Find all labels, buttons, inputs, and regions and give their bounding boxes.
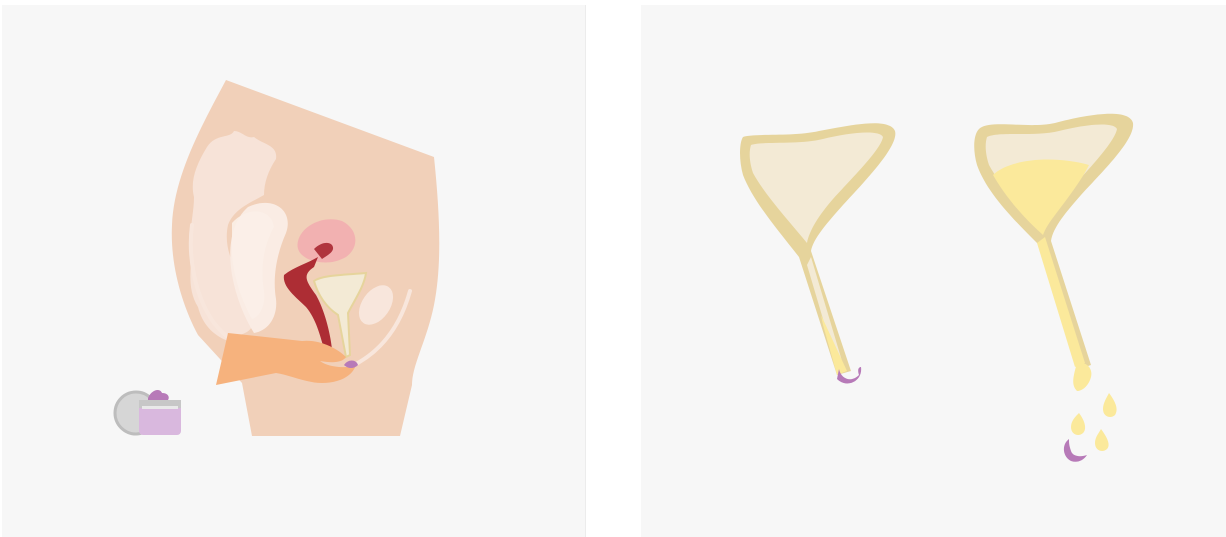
bladder-comparison-illustration (641, 5, 1226, 537)
urine-drops-icon (1071, 393, 1117, 451)
anatomy-illustration (2, 5, 585, 537)
bladder-comparison-panel (641, 5, 1226, 537)
cream-jar-icon (115, 390, 181, 435)
bladder-closed-icon (740, 123, 895, 383)
bladder-leaking-icon (974, 114, 1133, 391)
anatomy-panel (2, 5, 586, 537)
falling-cream-icon (1064, 439, 1087, 462)
